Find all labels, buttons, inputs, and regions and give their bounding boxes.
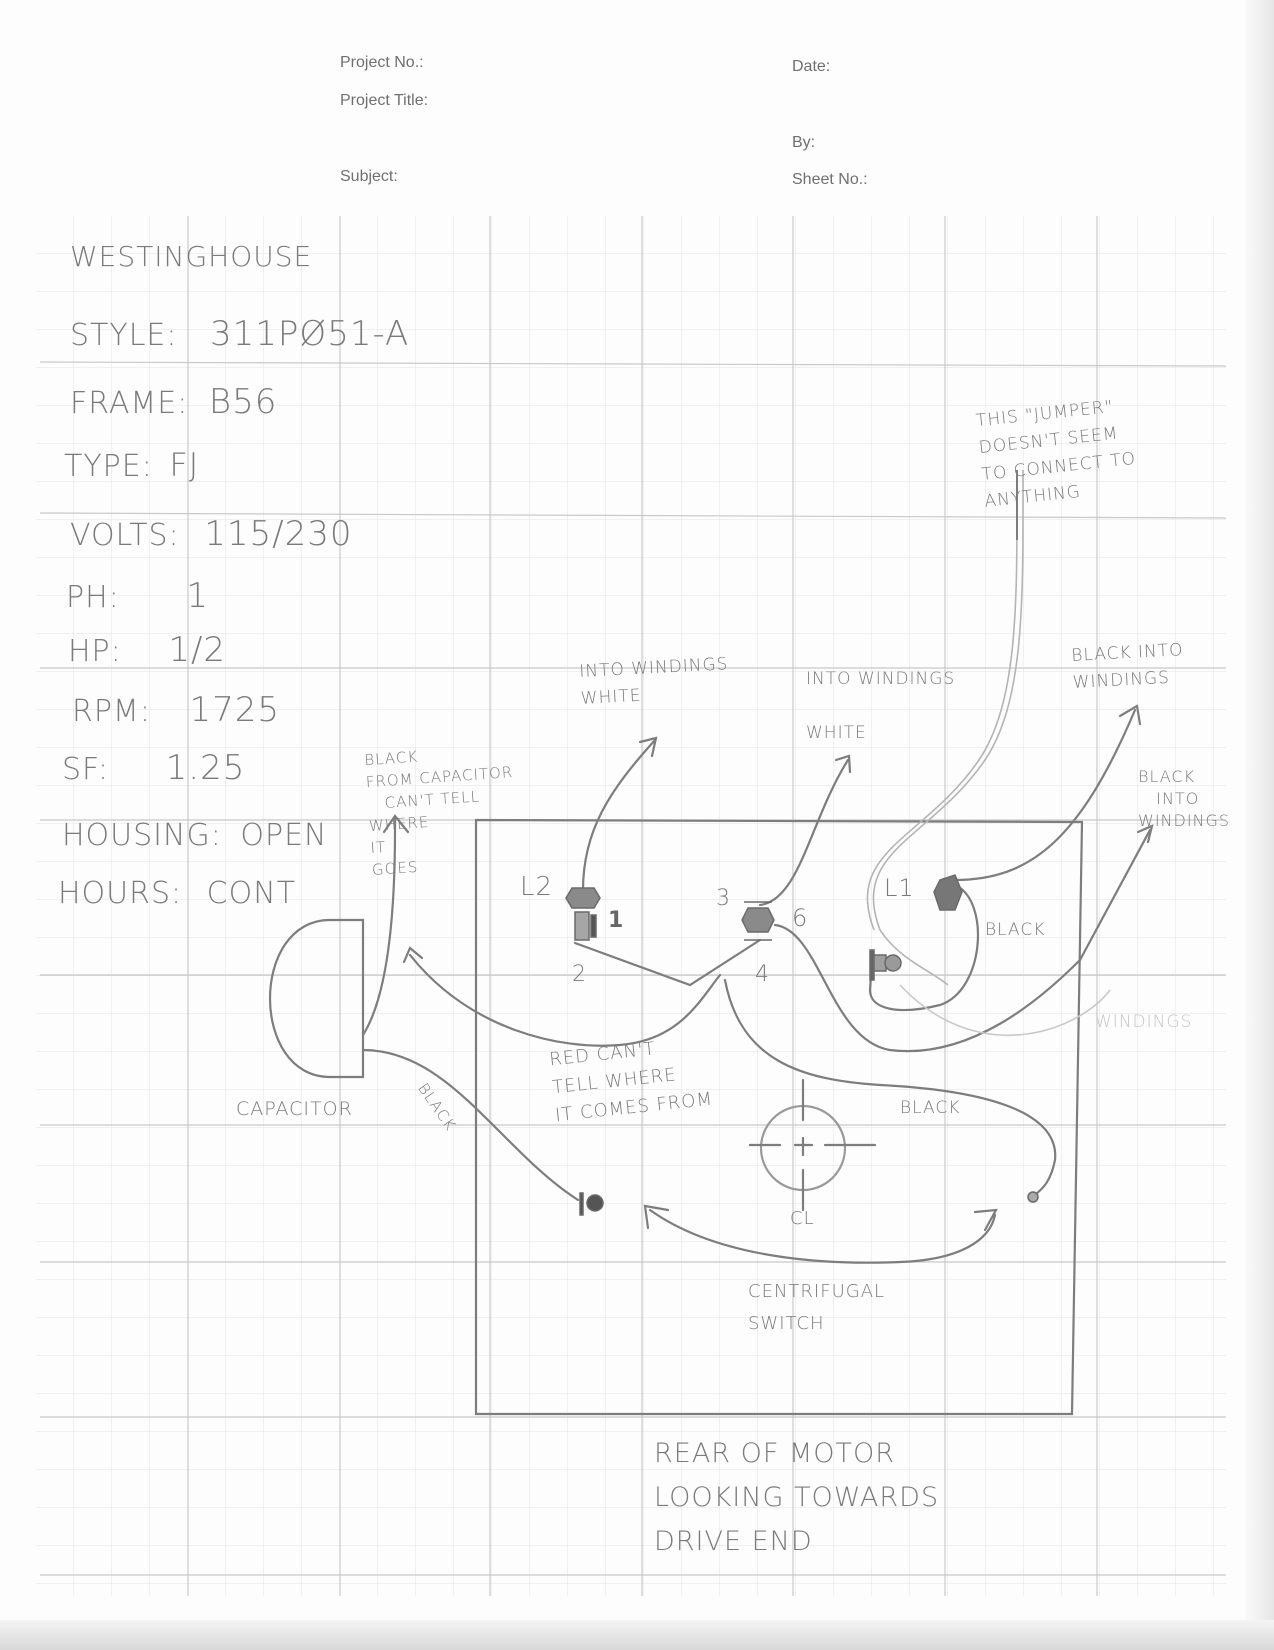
spec-label: HOUSING: bbox=[62, 818, 222, 853]
spec-hours: HOURS: CONT bbox=[58, 876, 296, 911]
terminal-l2-nut bbox=[565, 887, 601, 909]
spec-value: 115/230 bbox=[204, 514, 353, 554]
spec-label: SF: bbox=[62, 752, 110, 787]
red-wire-note: RED CAN'T TELL WHERE IT COMES FROM bbox=[548, 1038, 714, 1127]
spec-label: TYPE: bbox=[64, 449, 153, 484]
spec-label: RPM: bbox=[72, 694, 151, 729]
spec-sf: SF: 1.25 bbox=[62, 748, 245, 788]
project-title-label: Project Title: bbox=[340, 92, 429, 109]
spec-housing: HOUSING: OPEN bbox=[62, 818, 327, 853]
spec-type: TYPE: FJ bbox=[64, 446, 199, 484]
centerline-symbol: CL bbox=[790, 1208, 815, 1229]
spec-frame: FRAME: B56 bbox=[70, 382, 277, 422]
spec-value: 311PØ51-A bbox=[210, 314, 410, 354]
faint-windings-label: WINDINGS bbox=[1095, 1012, 1193, 1032]
date-label: Date: bbox=[792, 58, 831, 75]
spec-value: 1725 bbox=[189, 690, 281, 730]
page-bottom-shadow bbox=[0, 1620, 1274, 1650]
black-into-windings-1: BLACK INTO WINDINGS bbox=[1070, 640, 1184, 693]
spec-value: CONT bbox=[206, 876, 296, 911]
spec-label: FRAME: bbox=[70, 386, 189, 421]
terminal-3-nut bbox=[741, 907, 775, 933]
spec-label: PH: bbox=[66, 580, 120, 615]
spec-volts: VOLTS: 115/230 bbox=[70, 514, 352, 554]
spec-label: STYLE: bbox=[70, 318, 178, 353]
terminal-2-label: 2 bbox=[572, 962, 587, 987]
terminal-l1-nut bbox=[933, 874, 963, 911]
capacitor-shape bbox=[268, 918, 365, 1079]
terminal-1-label: 1 bbox=[608, 908, 625, 933]
spec-ph: PH: 1 bbox=[66, 576, 209, 616]
spec-value: 1.25 bbox=[165, 748, 246, 788]
spec-label: HOURS: bbox=[58, 876, 183, 911]
spec-style: STYLE: 311PØ51-A bbox=[70, 314, 409, 354]
motor-rear-outline bbox=[474, 818, 1084, 1416]
manufacturer: WESTINGHOUSE bbox=[70, 240, 313, 273]
spec-label: VOLTS: bbox=[70, 518, 180, 553]
black-label-switch: BLACK bbox=[900, 1098, 961, 1118]
spec-value: 1/2 bbox=[168, 630, 227, 670]
black-from-capacitor-note: BLACK FROM CAPACITOR CAN'T TELL WHERE IT… bbox=[363, 747, 514, 879]
by-label: By: bbox=[792, 134, 816, 151]
spec-hp: HP: 1/2 bbox=[68, 630, 226, 670]
terminal-l1-label: L1 bbox=[884, 874, 915, 902]
spec-value: B56 bbox=[208, 382, 278, 422]
into-windings-white-1: INTO WINDINGS WHITE bbox=[578, 654, 729, 709]
sheet-no-label: Sheet No.: bbox=[792, 171, 868, 188]
black-label-l1: BLACK bbox=[985, 920, 1046, 940]
into-windings-white-2: INTO WINDINGS WHITE bbox=[806, 669, 956, 743]
page-edge-shadow bbox=[1245, 0, 1274, 1650]
jumper-note: THIS "JUMPER" DOESN'T SEEM TO CONNECT TO… bbox=[975, 396, 1138, 512]
spec-value: 1 bbox=[186, 576, 209, 616]
centrifugal-switch-label: CENTRIFUGAL SWITCH bbox=[748, 1281, 886, 1334]
spec-label: HP: bbox=[68, 634, 122, 669]
black-into-windings-2: BLACK INTO WINDINGS bbox=[1138, 767, 1231, 830]
spec-rpm: RPM: 1725 bbox=[72, 690, 280, 730]
subject-label: Subject: bbox=[340, 168, 398, 185]
project-no-label: Project No.: bbox=[340, 54, 424, 71]
capacitor-label: CAPACITOR bbox=[236, 1098, 353, 1120]
spec-value: FJ bbox=[169, 446, 200, 484]
terminal-l2-label: L2 bbox=[520, 872, 554, 902]
terminal-6-label: 6 bbox=[792, 904, 809, 932]
spec-value: OPEN bbox=[240, 818, 328, 853]
capacitor-wire-up bbox=[361, 816, 397, 1037]
terminal-3-label: 3 bbox=[716, 886, 731, 911]
terminal-4-label: 4 bbox=[755, 962, 770, 987]
diagram-caption: REAR OF MOTOR LOOKING TOWARDS DRIVE END bbox=[654, 1438, 940, 1557]
